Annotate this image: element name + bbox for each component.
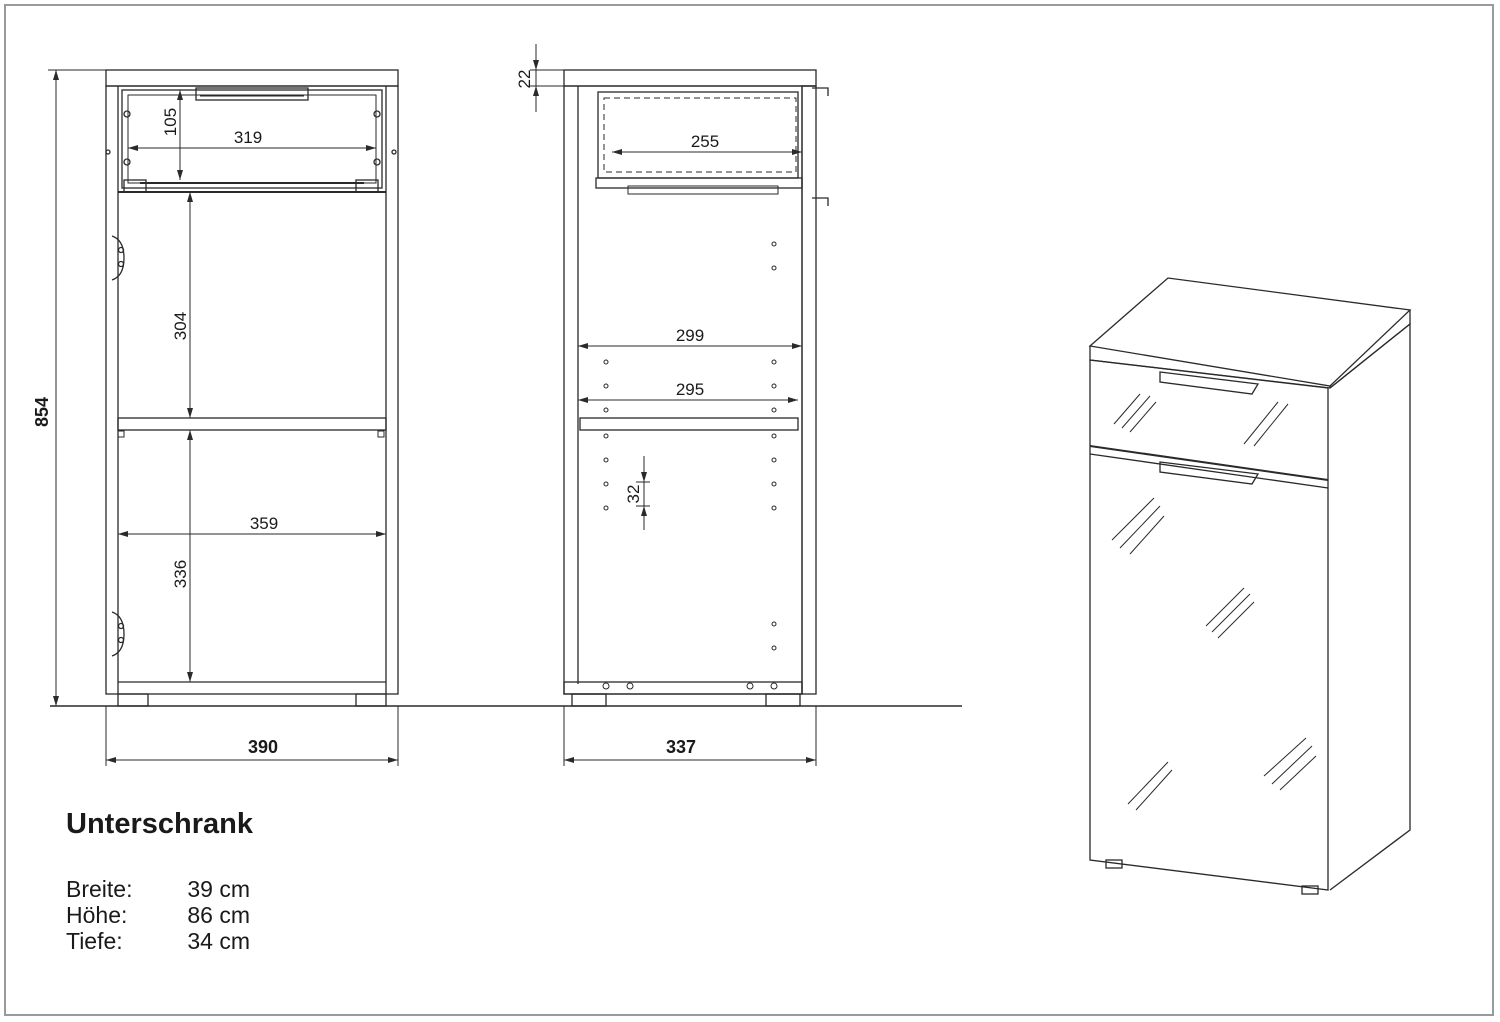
dim-hole-spacing: 32 — [624, 485, 643, 504]
front-view — [105, 69, 399, 707]
dim-side-depth: 337 — [666, 737, 696, 757]
side-top-plate — [563, 69, 817, 87]
front-dimension-lines — [48, 69, 399, 766]
spec-row-height: Höhe: 86 cm — [66, 902, 250, 928]
drawing-frame — [4, 4, 1494, 1016]
spec-row-width: Breite: 39 cm — [66, 876, 250, 902]
spec-value: 34 cm — [187, 928, 250, 954]
dim-front-width: 390 — [248, 737, 278, 757]
drawer-handle — [195, 87, 309, 101]
product-title: Unterschrank — [66, 808, 253, 840]
dim-shelf-depth-outer: 299 — [676, 326, 704, 345]
spec-label: Breite: — [66, 876, 133, 902]
dim-top-thickness: 22 — [515, 70, 534, 89]
side-view — [563, 69, 829, 707]
front-body — [105, 85, 399, 695]
spec-value: 86 cm — [187, 902, 250, 928]
dimension-arrows — [53, 60, 816, 763]
dim-lower-compartment: 336 — [171, 560, 190, 588]
hinge-bottom — [111, 611, 125, 657]
perspective-view — [1088, 277, 1412, 895]
perspective-top — [1088, 277, 1412, 387]
hinge-top — [111, 235, 125, 281]
dim-inner-width: 359 — [250, 514, 278, 533]
front-top-plate — [105, 69, 399, 87]
dim-drawer-depth: 255 — [691, 132, 719, 151]
spec-list: Breite: 39 cm Höhe: 86 cm Tiefe: 34 cm — [66, 876, 250, 954]
dim-drawer-inner-width: 319 — [234, 128, 262, 147]
dim-drawer-height: 105 — [161, 108, 180, 136]
perspective-front — [1089, 359, 1329, 891]
dim-upper-compartment: 304 — [171, 312, 190, 340]
spec-row-depth: Tiefe: 34 cm — [66, 928, 250, 954]
spec-value: 39 cm — [187, 876, 250, 902]
dim-total-height: 854 — [32, 397, 52, 427]
dim-shelf-depth-inner: 295 — [676, 380, 704, 399]
spec-label: Höhe: — [66, 902, 128, 928]
side-dimension-lines — [530, 44, 817, 766]
spec-label: Tiefe: — [66, 928, 123, 954]
